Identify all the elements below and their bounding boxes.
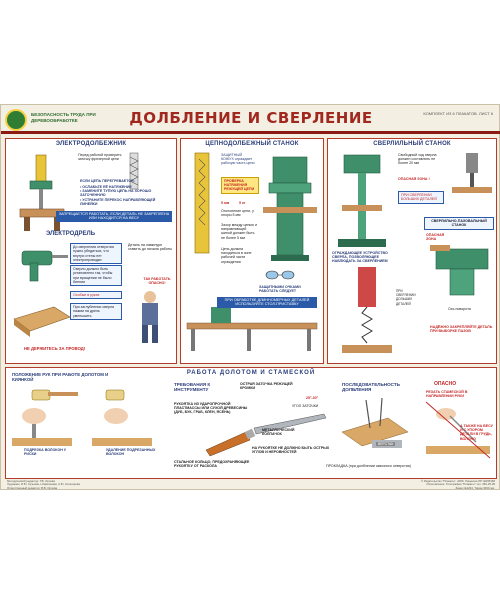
glasses-note: ЗАЩИТНЫМИ ОЧКАМИ РАБОТАТЬ СЛЕДУЕТ <box>259 285 301 294</box>
poster-header: БЕЗОПАСНОСТЬ ТРУДА ПРИ ДЕРЕВООБРАБОТКЕ Д… <box>1 105 500 134</box>
logo-icon <box>5 109 27 131</box>
check-chain-note: Перед работой проверить заточку фрезерно… <box>78 153 122 162</box>
panel-title: СВЕРЛИЛЬНЫЙ СТАНОК <box>373 141 451 147</box>
groove-machine-title: СВЕРЛИЛЬНО-ПАЗОВАЛЬНЫЙ СТАНОК <box>424 217 494 230</box>
sharp-edge-label: ОСТРАЯ ЗАТОЧКА РЕЖУЩЕЙ КРОМКИ <box>240 382 293 391</box>
gap-note: Зазор между цепью и направляющей шиной д… <box>221 223 257 240</box>
kit-label: КОМПЛЕКТ ИЗ 6 ПЛАКАТОВ. ЛИСТ 6 <box>423 111 493 116</box>
panel-drill-press: СВЕРЛИЛЬНЫЙ СТАНОК Свободный ход сверла … <box>327 138 497 364</box>
poster-title: ДОЛБЛЕНИЕ И СВЕРЛЕНИЕ <box>129 109 373 127</box>
spacer-note: ПРОКЛАДКА (при долблении сквозного отвер… <box>326 464 411 468</box>
drill-note-hands: Особые в руках <box>70 291 122 300</box>
guard-note: ЗАЩИТНЫЙ КОЖУХ ограждает рабочую часть ц… <box>221 153 255 166</box>
angle-label: УГОЛ ЗАТОЧКИ <box>292 404 319 408</box>
spindle-detail-illustration <box>452 153 492 193</box>
shop-note: ПРИ СВЕРЛЕНИИ ДОЛЬШИХ ДЕТАЛЕЙ <box>396 289 416 306</box>
chain-detail-illustration <box>129 152 139 190</box>
hand-position-title: ПОЛОЖЕНИЕ РУК ПРИ РАБОТЕ ДОЛОТОМ И КИЯНК… <box>12 372 109 382</box>
zone-note: Цепь должна находиться в зоне рабочей ча… <box>221 247 252 264</box>
bench-label: ВЕРСТАК <box>376 442 396 447</box>
drill-note-bit: Сверло должно быть установлено так, чтоб… <box>70 265 122 287</box>
series-label: БЕЗОПАСНОСТЬ ТРУДА ПРИ ДЕРЕВООБРАБОТКЕ <box>31 112 96 123</box>
safety-glasses-icon <box>265 270 295 280</box>
chisel-tool-illustration <box>205 413 327 457</box>
panel-chain-mortiser: ЦЕПНОДОЛБЕЖНЫЙ СТАНОК ЗАЩИТНЫЙ КОЖУХ огр… <box>180 138 324 364</box>
forbidden-banner: ЗАПРЕЩАЕТСЯ РАБОТАТЬ, ЕСЛИ ДЕТАЛЬ НЕ ЗАК… <box>56 211 172 222</box>
cut-toward-hand-note: РЕЗАТЬ СТАМЕСКОЙ В НАПРАВЛЕНИИ РУКИ <box>426 390 468 399</box>
remove-fibers-label: УДАЛЕНИЕ ПОДРЕЗАННЫХ ВОЛОКОН <box>106 448 156 457</box>
mallet-hands-illustration <box>12 389 152 446</box>
large-parts-note: ПРИ СВЕРЛЕНИИ БОЛЬШИХ ДЕТАЛЕЙ <box>398 191 444 204</box>
wood-board-illustration <box>13 306 71 337</box>
drill-note-wiring: До сверления отверстия нужно убедиться, … <box>70 243 122 265</box>
no-hanging-note: А ТАКЖЕ НА ВЕСУ И С УПОРОМ ДЕТАЛИ В ГРУД… <box>460 424 493 441</box>
handle-material-note: РУКОЯТКА ИЗ УДАРОПРОЧНОЙ ПЛАСТМАССЫ ИЛИ … <box>174 402 248 415</box>
cable-warning: НЕ ДЕРЖИТЕСЬ ЗА ПРОВОД! <box>24 346 86 351</box>
chiseling-order-illustration <box>341 397 409 448</box>
ferrule-label: МЕТАЛЛИЧЕСКИЙ КОЛПАЧОК <box>262 428 295 437</box>
danger-zone-label: ОПАСНАЯ ЗОНА ! <box>398 177 430 181</box>
long-parts-banner: ПРИ ОБРАБОТКЕ ДЛИННОМЕРНЫХ ДЕТАЛЕЙ ИСПОЛ… <box>217 297 317 308</box>
panel-title: РАБОТА ДОЛОТОМ И СТАМЕСКОЙ <box>186 370 316 376</box>
panel-electro-chisel: ЭЛЕКТРОДОЛБЕЖНИК Перед работой проверить… <box>5 138 177 364</box>
weight-kg: 5 кг <box>239 201 246 205</box>
panel-title: ЦЕПНОДОЛБЕЖНЫЙ СТАНОК <box>205 141 299 147</box>
footer-publisher: © Издательство "Плакаты", 2009. Лицензия… <box>420 479 495 490</box>
pivot-axis-label: Ось поворота <box>448 307 471 311</box>
steel-ring-note: СТАЛЬНОЕ КОЛЬЦО, ПРЕДОХРАНЯЮЩЕЕ РУКОЯТКУ… <box>174 460 250 469</box>
worker-illustration <box>142 291 158 343</box>
drill-note-part: Деталь на ламинуре ставить до начала раб… <box>128 243 173 252</box>
handle-smooth-note: НА РУКОЯТКЕ НЕ ДОЛЖНО БЫТЬ ОСТРЫХ УГЛОВ … <box>252 446 330 455</box>
cut-fibers-label: ПОДРЕЗКА ВОЛОКОН У РИСКИ <box>24 448 67 457</box>
header-divider <box>1 131 500 134</box>
heat-tips: • ОСЛАБЬТЕ ЕЁ НАТЯЖЕНИЕ • ЗАМЕНИТЕ ТУПУЮ… <box>80 185 156 206</box>
check-tension-box: ПРОВЕРКА НАТЯЖЕНИЯ РЕЖУЩЕЙ ЦЕПИ <box>221 177 259 194</box>
drill-subtitle: ЭЛЕКТРОДРЕЛЬ <box>46 231 96 237</box>
wrong-chisel-illustration <box>425 401 491 459</box>
footer-credits: Методический редактор: Г.В. Орлова Худож… <box>7 479 80 490</box>
drill-guard-note: ОГРАЖДАЮЩЕЕ УСТРОЙСТВО СВЕРЛА, ПОЗВОЛЯЮЩ… <box>332 251 388 264</box>
clamp-part-note: НАДЁЖНО ЗАКРЕПЛЯЙТЕ ДЕТАЛЬ ПРИ ВЫБОРКЕ П… <box>430 325 493 334</box>
hand-drill-illustration <box>21 250 68 282</box>
safety-poster: БЕЗОПАСНОСТЬ ТРУДА ПРИ ДЕРЕВООБРАБОТКЕ Д… <box>0 104 500 490</box>
free-travel-note: Свободный ход сверла должен составлять н… <box>398 153 437 166</box>
drill-note-pressure: При заглублении сверла нажим на дрель ум… <box>70 303 122 320</box>
deflection-mm: 5 мм <box>221 201 230 205</box>
if-heats-heading: ЕСЛИ ЦЕПЬ ПЕРЕГРЕВАЕТСЯ: <box>80 179 135 183</box>
groove-danger-label: ОПАСНАЯ ЗОНА <box>426 233 445 242</box>
long-table-illustration <box>186 307 318 351</box>
chain-guard-illustration <box>194 152 210 254</box>
groove-machine-illustration <box>430 245 489 296</box>
panel-chisel-work: РАБОТА ДОЛОТОМ И СТАМЕСКОЙ ПОЛОЖЕНИЕ РУК… <box>5 367 497 479</box>
deflection-note: Отклонение цепи, у опоры 5 мм <box>221 209 254 218</box>
bit-guard-illustration <box>342 267 392 353</box>
chiseling-order-title: ПОСЛЕДОВАТЕЛЬНОСТЬ ДОЛБЛЕНИЯ <box>342 382 400 393</box>
panel-title: ЭЛЕКТРОДОЛБЕЖНИК <box>55 141 127 147</box>
mortiser-machine-illustration <box>263 156 317 261</box>
danger-heading: ОПАСНО <box>434 381 457 387</box>
drill-danger-label: ТАК РАБОТАТЬ ОПАСНО! <box>143 277 171 286</box>
angle-value: 25°-30° <box>306 396 319 400</box>
drill-press-illustration <box>338 154 386 247</box>
tool-requirements-title: ТРЕБОВАНИЯ К ИНСТРУМЕНТУ <box>174 382 211 393</box>
